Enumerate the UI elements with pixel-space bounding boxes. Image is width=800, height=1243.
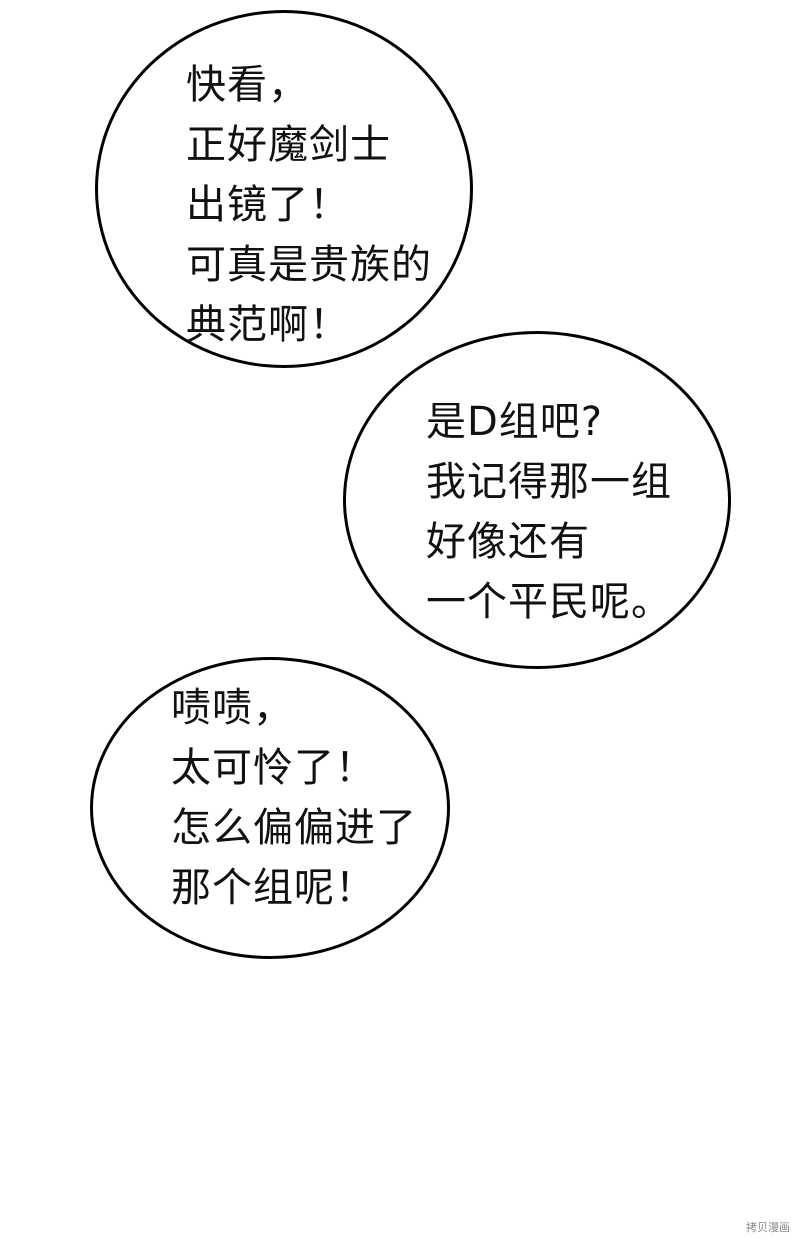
speech-line: 可真是贵族的 xyxy=(186,242,432,288)
speech-line: 太可怜了！ xyxy=(171,745,376,791)
speech-bubble-1-text: 快看， 正好魔剑士 出镜了！ 可真是贵族的 典范啊！ xyxy=(186,55,432,355)
speech-bubble-2: 是D组吧? 我记得那一组 好像还有 一个平民呢。 xyxy=(343,331,731,669)
speech-line: 是D组吧? xyxy=(426,399,604,445)
speech-line: 好像还有 xyxy=(426,519,590,565)
speech-bubble-2-text: 是D组吧? 我记得那一组 好像还有 一个平民呢。 xyxy=(426,392,672,632)
speech-line: 出镜了！ xyxy=(186,182,350,228)
speech-bubble-3-text: 啧啧， 太可怜了！ 怎么偏偏进了 那个组呢！ xyxy=(171,678,417,918)
speech-line: 啧啧， xyxy=(171,685,294,731)
speech-line: 那个组呢！ xyxy=(171,865,376,911)
speech-bubble-1: 快看， 正好魔剑士 出镜了！ 可真是贵族的 典范啊！ xyxy=(95,10,473,368)
speech-line: 一个平民呢。 xyxy=(426,579,672,625)
watermark: 拷贝漫画 xyxy=(746,1221,790,1234)
speech-line: 怎么偏偏进了 xyxy=(171,805,417,851)
speech-line: 我记得那一组 xyxy=(426,459,672,505)
speech-bubble-3: 啧啧， 太可怜了！ 怎么偏偏进了 那个组呢！ xyxy=(90,657,450,959)
speech-line: 典范啊！ xyxy=(186,302,350,348)
speech-line: 快看， xyxy=(186,62,309,108)
speech-line: 正好魔剑士 xyxy=(186,122,391,168)
